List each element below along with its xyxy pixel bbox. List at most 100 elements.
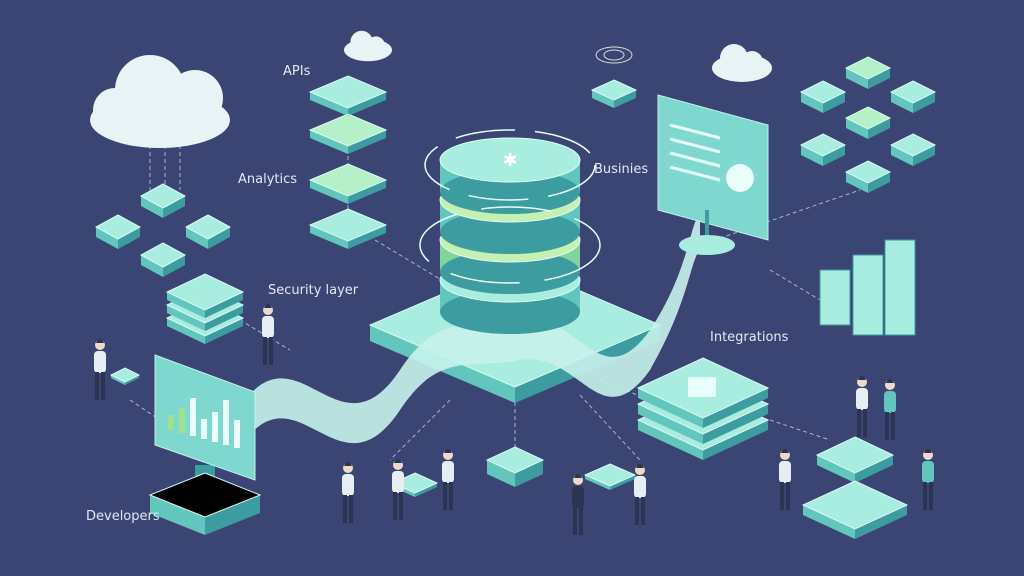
- slab-side: [310, 92, 348, 116]
- node-block: [139, 242, 187, 277]
- hair: [574, 474, 582, 478]
- hair: [886, 379, 894, 383]
- slab-side: [348, 225, 386, 249]
- torso: [392, 471, 404, 493]
- chart-bar: [179, 408, 185, 433]
- slab-side: [913, 92, 935, 113]
- standing-desk: [109, 367, 141, 385]
- leg: [573, 507, 577, 535]
- leg: [780, 482, 784, 510]
- window-icon: [688, 377, 716, 397]
- hair: [264, 304, 272, 308]
- connector-line: [699, 189, 861, 246]
- network-node: [799, 80, 847, 113]
- slab-top: [590, 79, 638, 101]
- leg: [929, 482, 933, 510]
- slab-side: [817, 455, 855, 483]
- leg: [923, 482, 927, 510]
- person: [779, 449, 791, 510]
- cloud-part: [741, 51, 763, 73]
- label-developers: Developers: [86, 509, 160, 524]
- person-security: [262, 304, 274, 365]
- leg: [863, 409, 867, 437]
- network-node: [844, 106, 892, 139]
- slab-top: [889, 133, 937, 157]
- slab-top: [799, 133, 847, 157]
- orbit-ring: [424, 129, 596, 201]
- leg: [885, 412, 889, 440]
- torso: [342, 474, 354, 496]
- slab-side: [638, 388, 703, 428]
- label-analytics: Analytics: [238, 172, 298, 187]
- slab-side: [205, 318, 243, 344]
- slab-top: [308, 208, 388, 242]
- slab-top: [844, 160, 892, 184]
- node-block: [184, 214, 232, 249]
- orbit-ring: [419, 206, 601, 284]
- slab-side: [167, 318, 205, 344]
- slab-side: [855, 505, 907, 539]
- slab-side: [801, 92, 823, 113]
- hair: [924, 449, 932, 453]
- slab-side: [703, 420, 768, 460]
- leg: [269, 337, 273, 365]
- text-line: [669, 123, 721, 140]
- person-developer: [94, 339, 106, 400]
- leg: [399, 492, 403, 520]
- slab-side: [868, 118, 890, 139]
- slab-side: [801, 145, 823, 166]
- text-line: [669, 165, 721, 182]
- leg: [95, 372, 99, 400]
- chart-bar: [201, 419, 207, 439]
- slab-top: [139, 242, 187, 268]
- slab-top: [94, 214, 142, 240]
- torso: [884, 391, 896, 413]
- hair: [781, 449, 789, 453]
- chart-bar: [223, 400, 229, 445]
- person-seated: [572, 474, 584, 535]
- monitor-base-block: [148, 472, 262, 535]
- slab-side: [163, 255, 185, 277]
- text-line: [669, 137, 721, 154]
- leg: [349, 495, 353, 523]
- leg: [579, 507, 583, 535]
- slab-side: [118, 227, 140, 249]
- slab-top: [801, 480, 909, 530]
- slab-top: [815, 436, 895, 474]
- slab-side: [703, 404, 768, 444]
- label-business: Businies: [594, 162, 649, 177]
- slab-side: [415, 483, 437, 497]
- slab-side: [515, 460, 543, 487]
- central-database: ✱: [419, 129, 601, 334]
- person: [884, 379, 896, 440]
- cloud-large: [90, 55, 230, 148]
- bar-block: [884, 239, 916, 336]
- leg: [635, 497, 639, 525]
- cloud-part: [93, 88, 137, 132]
- person: [392, 459, 404, 520]
- leg: [263, 337, 267, 365]
- monitor-screen: [154, 354, 256, 481]
- leg: [443, 482, 447, 510]
- db-layer-bottom: [440, 250, 580, 294]
- chart-bar: [234, 420, 240, 448]
- slab-side: [868, 172, 890, 193]
- node-block: [139, 183, 187, 218]
- leg: [393, 492, 397, 520]
- chart-bar: [212, 412, 218, 442]
- slab-side: [614, 90, 636, 108]
- person: [922, 449, 934, 510]
- slab-top: [308, 75, 388, 109]
- leg: [857, 409, 861, 437]
- chart-bar: [168, 415, 174, 430]
- slab-side: [208, 227, 230, 249]
- torso: [856, 388, 868, 410]
- hair: [858, 376, 866, 380]
- slab-side: [868, 68, 890, 89]
- db-layer-bottom: [440, 170, 580, 214]
- torso: [922, 461, 934, 483]
- slab-side: [703, 388, 768, 428]
- slab-side: [141, 196, 163, 218]
- security-layer-block: [165, 273, 245, 318]
